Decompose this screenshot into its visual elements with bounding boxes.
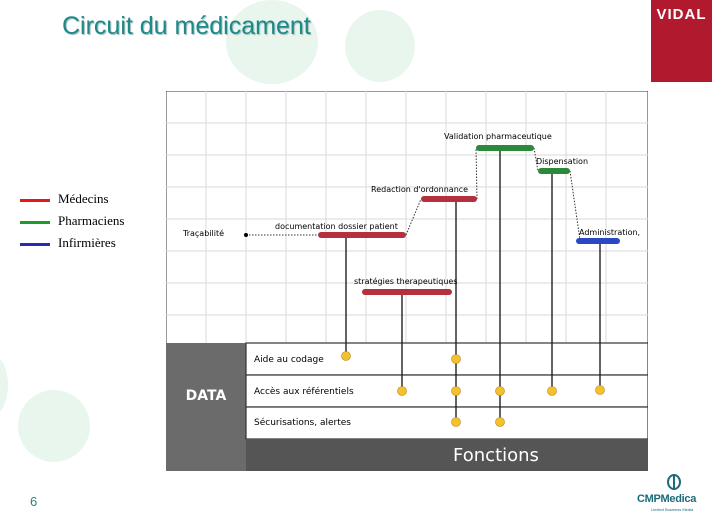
vidal-logo: VIDAL — [651, 0, 712, 82]
legend-line-pharmaciens — [20, 221, 50, 224]
cmpmedica-subtext: Limited Business Media — [651, 507, 694, 512]
step-labels: Traçabilité documentation dossier patien… — [182, 132, 640, 286]
decor-bubble — [18, 390, 90, 462]
vertical-connectors — [345, 148, 601, 423]
dot — [451, 417, 461, 427]
vidal-logo-text: VIDAL — [656, 6, 707, 23]
decor-bubble — [226, 0, 318, 84]
legend-line-infirmieres — [20, 243, 50, 246]
dot — [495, 417, 505, 427]
label-strategies: stratégies therapeutiques — [354, 276, 457, 286]
footer-bar — [246, 439, 648, 471]
row-label-aide-codage: Aide au codage — [254, 355, 324, 365]
page-number: 6 — [30, 494, 38, 509]
bar-administration — [576, 238, 620, 244]
legend-label: Infirmières — [58, 235, 116, 250]
cmpmedica-icon — [667, 474, 681, 490]
start-dot — [244, 233, 248, 237]
cmpmedica-text: CMPMedica — [637, 493, 697, 505]
label-tracabilite: Traçabilité — [182, 228, 224, 238]
footer-label: Fonctions — [453, 445, 539, 466]
dot — [397, 386, 407, 396]
dot — [495, 386, 505, 396]
dot — [595, 385, 605, 395]
bar-redaction — [421, 196, 477, 202]
step-bars — [318, 145, 620, 295]
function-dots — [341, 351, 605, 427]
label-administration: Administration, — [579, 228, 640, 237]
dot — [547, 386, 557, 396]
slide-title: Circuit du médicament — [62, 12, 311, 40]
data-label-cell — [166, 343, 246, 471]
bar-strategies — [362, 289, 452, 295]
decor-bubble — [0, 355, 8, 415]
label-validation: Validation pharmaceutique — [444, 132, 552, 141]
legend-line-medecins — [20, 199, 50, 202]
medication-circuit-diagram: DATA Aide au codage Accès aux référentie… — [166, 91, 648, 471]
label-dispensation: Dispensation — [536, 157, 588, 166]
bar-dispensation — [538, 168, 570, 174]
bar-documentation — [318, 232, 406, 238]
dot — [341, 351, 351, 361]
data-label: DATA — [186, 388, 227, 404]
label-redaction: Redaction d'ordonnance — [371, 185, 468, 194]
dot — [451, 386, 461, 396]
label-documentation: documentation dossier patient — [275, 222, 398, 231]
row-label-acces-referentiels: Accès aux référentiels — [254, 386, 354, 397]
row-label-securisations: Sécurisations, alertes — [254, 417, 351, 428]
dotted-connectors — [246, 147, 581, 241]
bar-validation — [476, 145, 534, 151]
legend-label: Médecins — [58, 191, 109, 206]
decor-bubble — [345, 10, 415, 82]
dot — [451, 354, 461, 364]
cmpmedica-logo: CMPMedica Limited Business Media — [637, 474, 709, 514]
legend-label: Pharmaciens — [58, 213, 125, 228]
data-table: DATA Aide au codage Accès aux référentie… — [166, 342, 648, 471]
